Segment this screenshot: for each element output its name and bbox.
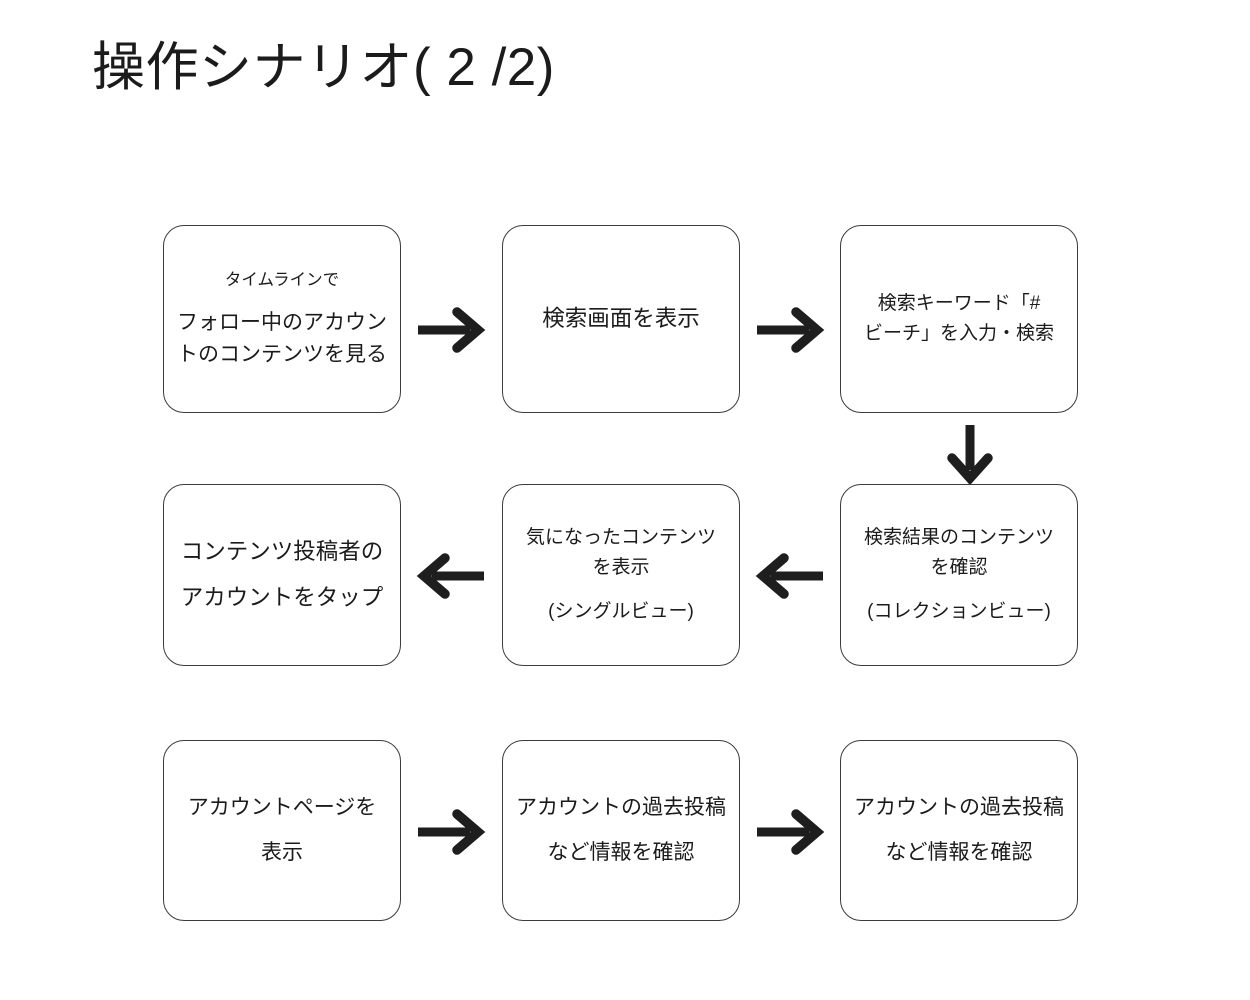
flow-box-line: 気になったコンテンツ xyxy=(525,527,716,549)
arrow-right-icon xyxy=(412,802,490,862)
flow-box-tap-poster-account[interactable]: コンテンツ投稿者の アカウントをタップ xyxy=(163,484,401,666)
flow-box-line: (コレクションビュー) xyxy=(867,600,1051,622)
flow-box-search-screen[interactable]: 検索画面を表示 xyxy=(502,225,740,413)
flow-box-search-keyword-input[interactable]: 検索キーワード「# ビーチ」を入力・検索 xyxy=(840,225,1078,413)
flow-box-search-results-check[interactable]: 検索結果のコンテンツ を確認 (コレクションビュー) xyxy=(840,484,1078,666)
flow-box-line: タイムラインで xyxy=(224,271,340,290)
flow-box-line: アカウントページを xyxy=(187,796,377,820)
flow-box-line: を確認 xyxy=(930,557,988,579)
flow-box-line: アカウントをタップ xyxy=(180,584,384,610)
flow-box-line: 表示 xyxy=(261,841,303,864)
flow-box-timeline-view[interactable]: タイムラインで フォロー中のアカウン トのコンテンツを見る xyxy=(163,225,401,413)
arrow-left-icon xyxy=(751,546,829,606)
flow-box-line: を表示 xyxy=(592,557,650,579)
flow-box-line: ビーチ」を入力・検索 xyxy=(863,323,1054,344)
arrow-right-icon xyxy=(751,300,829,360)
flow-box-account-page-view[interactable]: アカウントページを 表示 xyxy=(163,740,401,921)
flow-box-line: など情報を確認 xyxy=(547,841,695,864)
flow-box-line: 検索結果のコンテンツ xyxy=(863,527,1054,549)
flow-box-line: トのコンテンツを見る xyxy=(177,342,387,366)
page-title: 操作シナリオ( 2 /2) xyxy=(92,38,555,97)
arrow-down-icon xyxy=(940,420,1000,486)
arrow-right-icon xyxy=(751,802,829,862)
flow-box-line: (シングルビュー) xyxy=(548,600,694,622)
arrow-right-icon xyxy=(412,300,490,360)
flow-box-line: アカウントの過去投稿 xyxy=(516,796,726,820)
flow-box-account-past-posts-2[interactable]: アカウントの過去投稿 など情報を確認 xyxy=(840,740,1078,921)
flow-box-line: コンテンツ投稿者の xyxy=(180,538,384,564)
flow-box-line: アカウントの過去投稿 xyxy=(854,796,1064,820)
flow-box-line: 検索キーワード「# xyxy=(877,292,1041,314)
arrow-left-icon xyxy=(412,546,490,606)
flow-box-line: フォロー中のアカウン xyxy=(177,310,387,334)
flow-box-single-content-view[interactable]: 気になったコンテンツ を表示 (シングルビュー) xyxy=(502,484,740,666)
flow-box-line: など情報を確認 xyxy=(885,841,1033,864)
flow-box-line: 検索画面を表示 xyxy=(542,305,700,331)
flow-box-account-past-posts-1[interactable]: アカウントの過去投稿 など情報を確認 xyxy=(502,740,740,921)
